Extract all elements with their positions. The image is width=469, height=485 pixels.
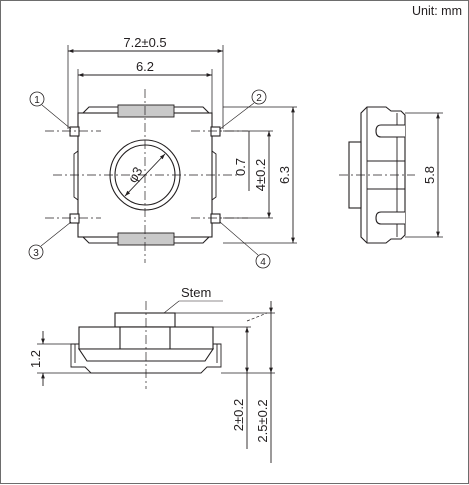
front-view: Stem 1.2 [28, 285, 275, 463]
pin-1-callout [29, 91, 45, 107]
dim-terminal-offset: 0.7 [233, 158, 248, 176]
side-terminal-bottom [375, 211, 405, 225]
top-view: 7.2±0.5 6.2 [28, 35, 297, 269]
side-terminal-top [375, 124, 405, 138]
right-side-clip [211, 150, 217, 201]
dim-stem-height: 2±0.2 [231, 399, 246, 431]
left-side-clip [73, 150, 79, 201]
pin-2-callout [251, 89, 267, 105]
dim-overall-width: 7.2±0.5 [123, 35, 166, 50]
pin-1-number: 1 [34, 95, 40, 106]
terminal-3 [69, 213, 80, 224]
pin-4-number: 4 [260, 257, 266, 268]
terminal-1 [69, 126, 80, 137]
dim-body-width: 6.2 [136, 59, 154, 74]
pin-3-number: 3 [33, 248, 39, 259]
pin-4-leader [219, 221, 259, 256]
pin-1-leader [41, 104, 72, 130]
side-view: 5.8 [339, 106, 443, 244]
unit-label: Unit: mm [412, 4, 462, 18]
pin-3-callout [28, 244, 44, 260]
dim-body-height: 6.3 [277, 166, 292, 184]
cover-tab-top [117, 104, 175, 118]
dim-terminal-pitch: 4±0.2 [253, 159, 268, 191]
stem-top [114, 312, 176, 328]
stem-label: Stem [181, 285, 211, 300]
terminal-4 [210, 213, 221, 224]
dim-aux-line [246, 312, 268, 322]
dim-total-height: 2.5±0.2 [255, 399, 270, 442]
terminal-2 [210, 126, 221, 137]
pin-4-callout [255, 253, 271, 269]
dim-side-width: 5.8 [422, 166, 437, 184]
diameter-leader [124, 153, 166, 197]
stem-lower [119, 326, 171, 350]
dim-base-height: 1.2 [28, 350, 43, 368]
cover-tab-bottom [117, 232, 175, 246]
dim-stem-diameter: φ3 [125, 164, 146, 185]
pin-2-leader [219, 102, 255, 130]
pin-2-number: 2 [256, 93, 262, 104]
pin-3-leader [40, 221, 72, 247]
